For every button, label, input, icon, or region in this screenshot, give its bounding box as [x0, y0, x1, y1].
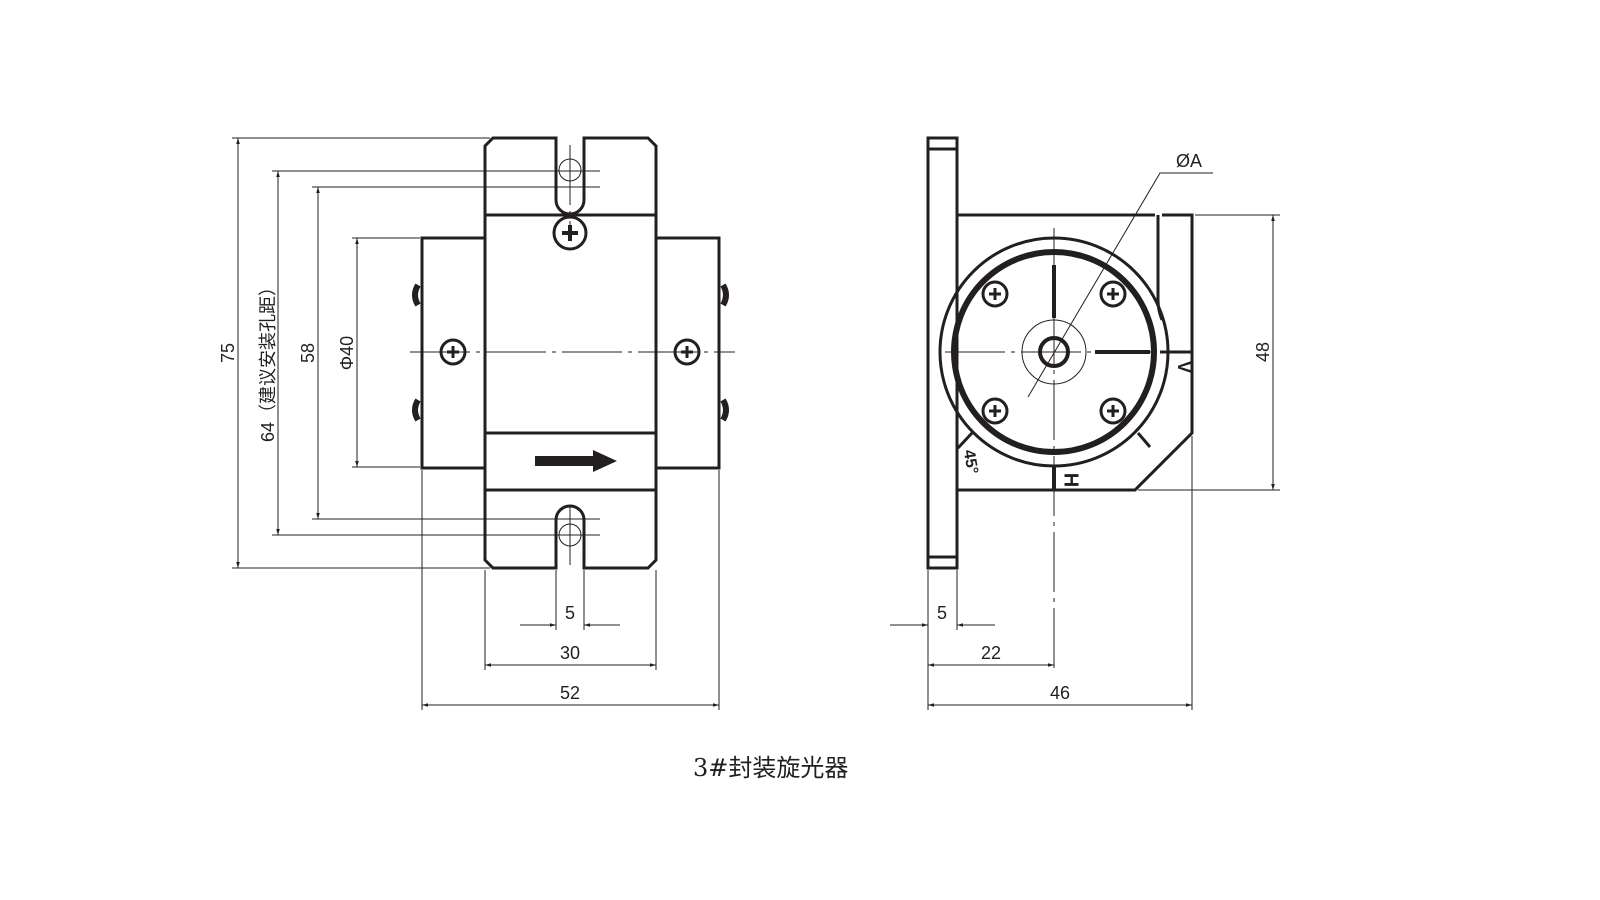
- dim-slot-width: 5: [565, 603, 575, 623]
- dim-overall-height: 75: [218, 343, 238, 363]
- angle-mark: 45°: [960, 449, 981, 476]
- dim-mount-hole-spacing: 64（建议安装孔距）: [258, 278, 278, 442]
- screw-icon: [981, 280, 1009, 308]
- dim-inner-height: 58: [298, 343, 318, 363]
- screw-icon: [1099, 280, 1127, 308]
- dim-aperture-a: ØA: [1176, 151, 1202, 171]
- wing-knobs: [412, 283, 729, 422]
- screw-icon: [981, 397, 1009, 425]
- dim-overall-depth: 46: [1050, 683, 1070, 703]
- main-body: [483, 136, 658, 570]
- dim-center-offset: 22: [981, 643, 1001, 663]
- dim-flange: 5: [937, 603, 947, 623]
- screw-icon: [552, 215, 588, 251]
- dim-overall-width: 52: [560, 683, 580, 703]
- front-view: 75 64（建议安装孔距） 58 Φ40 5 30 52: [218, 136, 735, 710]
- dim-height: 48: [1253, 342, 1273, 362]
- screw-icon: [1099, 397, 1127, 425]
- housing: [957, 213, 1194, 492]
- dim-aperture: Φ40: [337, 336, 357, 370]
- horizontal-mark: H: [1060, 473, 1082, 487]
- vertical-mark: V: [1174, 361, 1194, 373]
- dim-body-width: 30: [560, 643, 580, 663]
- side-view: V H 45° ØA 48 5 22 46: [890, 136, 1280, 710]
- drawing-caption: 3#封装旋光器: [693, 754, 849, 782]
- direction-arrow-icon: [535, 450, 617, 472]
